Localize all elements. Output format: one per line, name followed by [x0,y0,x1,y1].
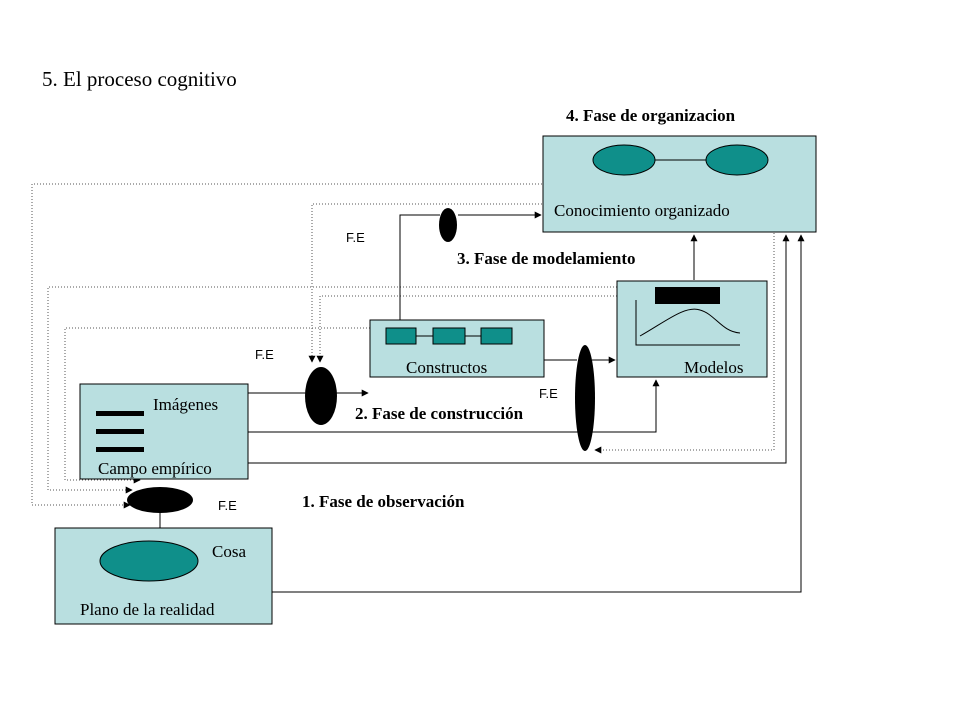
fe-label-organizacion: F.E [346,230,365,245]
model-curve [639,308,741,337]
construct-block-2 [432,327,466,345]
cosa-label: Cosa [212,542,246,561]
phase-1-label: 1. Fase de observación [302,492,465,511]
concept-node-left [592,144,656,176]
image-bar-2 [96,429,144,434]
feedback-lines [31,183,775,509]
construct-block-3 [480,327,513,345]
box-plano-realidad: Cosa Plano de la realidad [54,527,273,625]
construct-block-1 [385,327,417,345]
model-header-block [655,287,720,304]
plano-label: Plano de la realidad [80,600,215,619]
fe-label-modelamiento: F.E [539,386,558,401]
thing-node [99,540,199,582]
box-constructos: Constructos [369,319,545,378]
phase-2-label: 2. Fase de construcción [355,404,524,423]
fe-label-construccion: F.E [255,347,274,362]
image-bar-3 [96,447,144,452]
box-conocimiento-organizado: Conocimiento organizado [542,135,817,233]
phase-3-label: 3. Fase de modelamiento [457,249,635,268]
campo-label: Campo empírico [98,459,212,478]
page-title: 5. El proceso cognitivo [42,67,237,91]
fe-label-observacion: F.E [218,498,237,513]
flow-lines [159,211,805,593]
filter-oval-modelamiento [575,345,595,451]
conocimiento-label: Conocimiento organizado [554,201,730,220]
image-bar-1 [96,411,144,416]
phase-4-label: 4. Fase de organizacion [566,106,736,125]
box-modelos: Modelos [616,280,768,378]
modelos-label: Modelos [684,358,744,377]
filter-oval-organizacion [439,208,457,242]
filter-oval-construccion [305,367,337,425]
imagenes-label: Imágenes [153,395,218,414]
box-campo-empirico: Imágenes Campo empírico [79,383,249,480]
filter-oval-observacion [127,487,193,513]
filter-ovals [127,208,595,513]
constructos-label: Constructos [406,358,487,377]
concept-node-right [705,144,769,176]
